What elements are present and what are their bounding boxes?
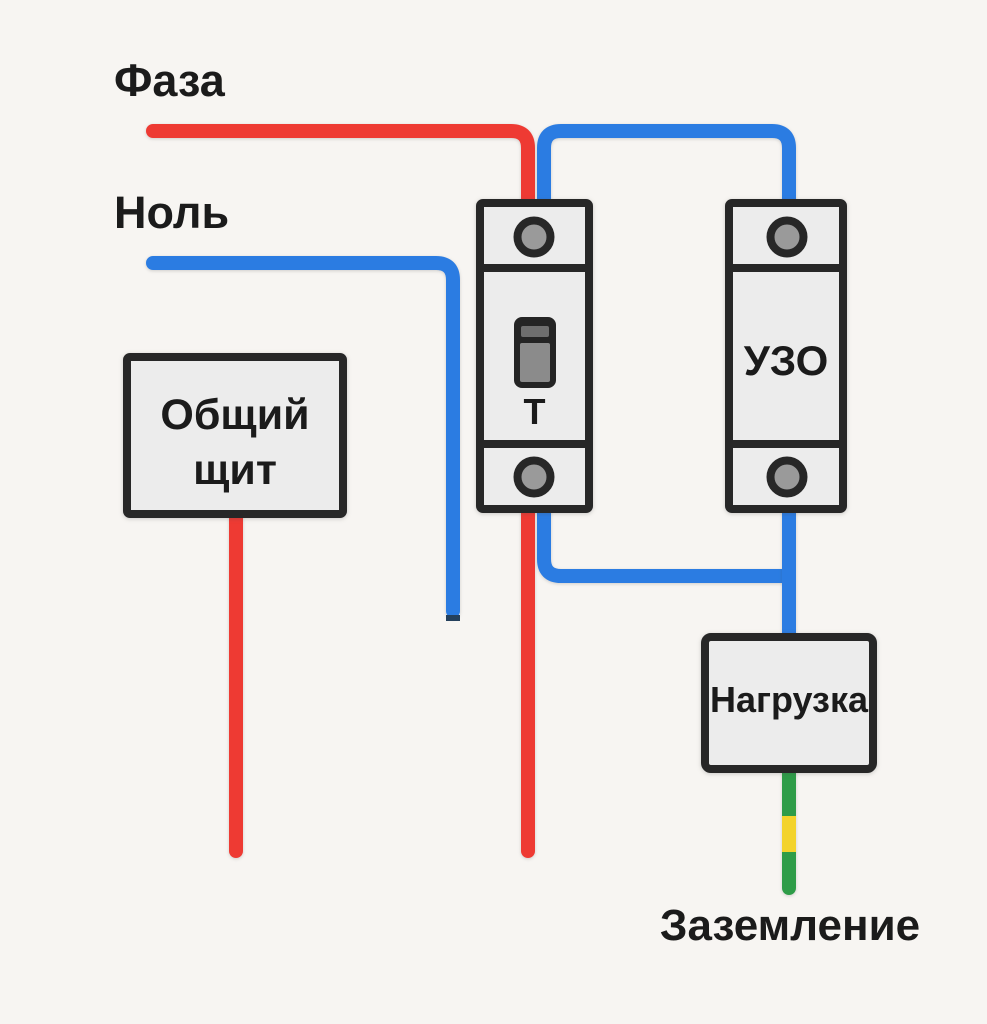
- terminal-screw-icon: [513, 216, 555, 258]
- phase-wire: [146, 124, 535, 858]
- breaker-device: [476, 199, 593, 513]
- toggle-slot: [521, 326, 549, 337]
- toggle-actuator: [520, 343, 550, 382]
- terminal-screw-icon: [766, 456, 808, 498]
- breaker-to-rcd-bottom-wire: [537, 497, 793, 583]
- panel-label: Общий щит: [123, 388, 347, 498]
- ground-label: Заземление: [659, 901, 921, 950]
- rcd-device: [725, 199, 847, 513]
- breaker-to-rcd-top-wire: [537, 124, 796, 219]
- neutral-label: Ноль: [114, 187, 230, 238]
- panel-box-body: [123, 353, 347, 518]
- neutral-wire: [146, 256, 460, 618]
- breaker-toggle-icon: [514, 317, 556, 388]
- panel-box: [123, 353, 347, 518]
- panel-label-line1: Общий: [160, 391, 310, 439]
- panel-label-line2: щит: [193, 446, 277, 494]
- load-box: [701, 633, 877, 773]
- breaker-label: Т: [523, 391, 546, 432]
- terminal-screw-icon: [513, 456, 555, 498]
- load-box-body: [701, 633, 877, 773]
- phase-label: Фаза: [114, 55, 225, 106]
- terminal-screw-icon: [766, 216, 808, 258]
- rcd-body: [725, 199, 847, 513]
- rcd-label: УЗО: [743, 337, 829, 384]
- load-label: Нагрузка: [709, 679, 868, 720]
